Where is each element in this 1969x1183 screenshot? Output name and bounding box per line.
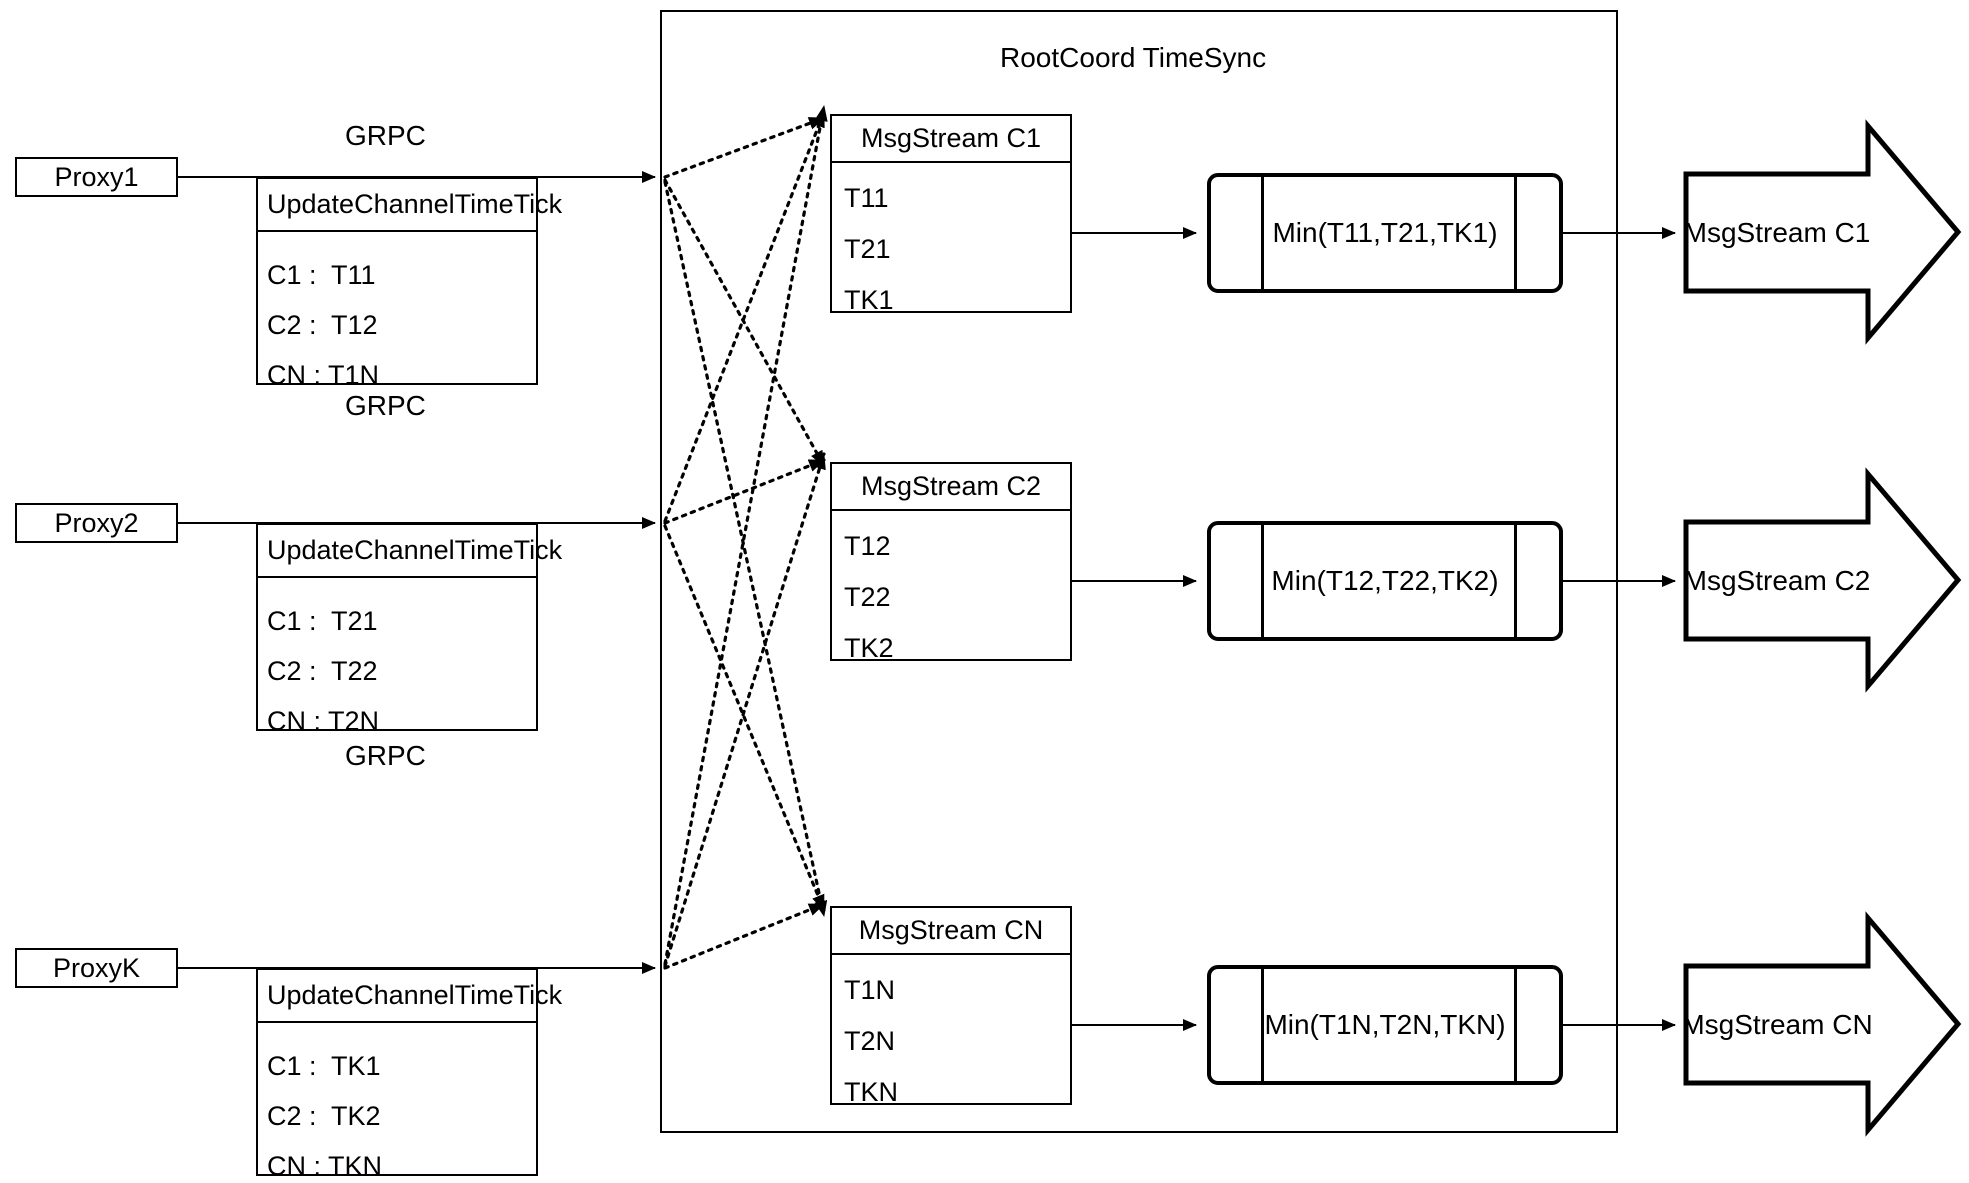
min-process-box-1: Min(T11,T21,TK1) <box>1207 173 1563 293</box>
update-channel-timetick-box-2: UpdateChannelTimeTick C1 : T21 C2 : T22 … <box>256 523 562 736</box>
msgstream-tick: TK2 <box>844 633 894 663</box>
msgstream-title-3: MsgStream CN <box>832 908 1070 955</box>
msgstream-tick: T22 <box>844 582 891 612</box>
update-channel-timetick-title-3: UpdateChannelTimeTick <box>258 970 562 1023</box>
timetick-entry: CN : T2N <box>267 706 380 736</box>
msgstream-tick: T1N <box>844 975 896 1005</box>
timetick-entry: C2 : T22 <box>267 656 378 686</box>
output-msgstream-label-2: MsgStream C2 <box>1683 564 1871 596</box>
update-channel-timetick-entries-2: C1 : T21 C2 : T22 CN : T2N <box>258 578 536 736</box>
proxy-box-3[interactable]: ProxyK <box>15 948 178 988</box>
output-msgstream-label-3: MsgStream CN <box>1681 1008 1873 1040</box>
min-label-2: Min(T12,T22,TK2) <box>1271 565 1499 596</box>
msgstream-ticks-3: T1N T2N TKN <box>832 955 1070 1107</box>
msgstream-tick: TK1 <box>844 285 894 315</box>
timetick-entry: C1 : TK1 <box>267 1051 381 1081</box>
timetick-entry: C1 : T11 <box>267 260 376 290</box>
proxy-label-3: ProxyK <box>52 952 141 983</box>
min-process-box-3: Min(T1N,T2N,TKN) <box>1207 965 1563 1085</box>
timetick-entry: CN : T1N <box>267 360 380 390</box>
min-process-box-2: Min(T12,T22,TK2) <box>1207 521 1563 641</box>
output-msgstream-label-1: MsgStream C1 <box>1683 216 1871 248</box>
timetick-entry: C2 : TK2 <box>267 1101 381 1131</box>
proxy-label-1: Proxy1 <box>54 161 139 192</box>
msgstream-box-3: MsgStream CN T1N T2N TKN <box>830 906 1072 1107</box>
output-msgstream-arrow-3: MsgStream CN <box>1681 918 1958 1130</box>
rootcoord-timesync-container <box>660 10 1618 1133</box>
min-label-1: Min(T11,T21,TK1) <box>1272 217 1498 248</box>
process-bar-left-1 <box>1261 177 1264 289</box>
proxy-label-2: Proxy2 <box>54 507 139 538</box>
msgstream-tick: TKN <box>844 1077 898 1107</box>
timetick-entry: CN : TKN <box>267 1151 383 1181</box>
msgstream-tick: T21 <box>844 234 891 264</box>
timetick-entry: C2 : T12 <box>267 310 378 340</box>
update-channel-timetick-box-1: UpdateChannelTimeTick C1 : T11 C2 : T12 … <box>256 177 562 390</box>
min-label-3: Min(T1N,T2N,TKN) <box>1264 1009 1506 1040</box>
update-channel-timetick-title-2: UpdateChannelTimeTick <box>258 525 562 578</box>
process-bar-right-3 <box>1514 969 1517 1081</box>
process-bar-left-3 <box>1261 969 1264 1081</box>
grpc-label-1: GRPC <box>345 120 426 151</box>
grpc-label-2: GRPC <box>345 390 426 421</box>
grpc-label-3: GRPC <box>345 740 426 771</box>
msgstream-tick: T12 <box>844 531 891 561</box>
output-msgstream-arrow-1: MsgStream C1 <box>1683 126 1958 338</box>
timetick-entry: C1 : T21 <box>267 606 378 636</box>
msgstream-title-2: MsgStream C2 <box>832 464 1070 511</box>
msgstream-ticks-1: T11 T21 TK1 <box>832 163 1070 315</box>
update-channel-timetick-box-3: UpdateChannelTimeTick C1 : TK1 C2 : TK2 … <box>256 968 562 1181</box>
proxy-box-1[interactable]: Proxy1 <box>15 157 178 197</box>
msgstream-title-1: MsgStream C1 <box>832 116 1070 163</box>
process-bar-right-1 <box>1514 177 1517 289</box>
msgstream-tick: T11 <box>844 183 889 213</box>
msgstream-ticks-2: T12 T22 TK2 <box>832 511 1070 663</box>
msgstream-tick: T2N <box>844 1026 896 1056</box>
process-bar-right-2 <box>1514 525 1517 637</box>
update-channel-timetick-title-1: UpdateChannelTimeTick <box>258 179 562 232</box>
process-bar-left-2 <box>1261 525 1264 637</box>
proxy-box-2[interactable]: Proxy2 <box>15 503 178 543</box>
update-channel-timetick-entries-1: C1 : T11 C2 : T12 CN : T1N <box>258 232 536 390</box>
update-channel-timetick-entries-3: C1 : TK1 C2 : TK2 CN : TKN <box>258 1023 536 1181</box>
rootcoord-timesync-title: RootCoord TimeSync <box>1000 42 1267 73</box>
output-msgstream-arrow-2: MsgStream C2 <box>1683 474 1958 686</box>
msgstream-box-1: MsgStream C1 T11 T21 TK1 <box>830 114 1072 315</box>
msgstream-box-2: MsgStream C2 T12 T22 TK2 <box>830 462 1072 663</box>
